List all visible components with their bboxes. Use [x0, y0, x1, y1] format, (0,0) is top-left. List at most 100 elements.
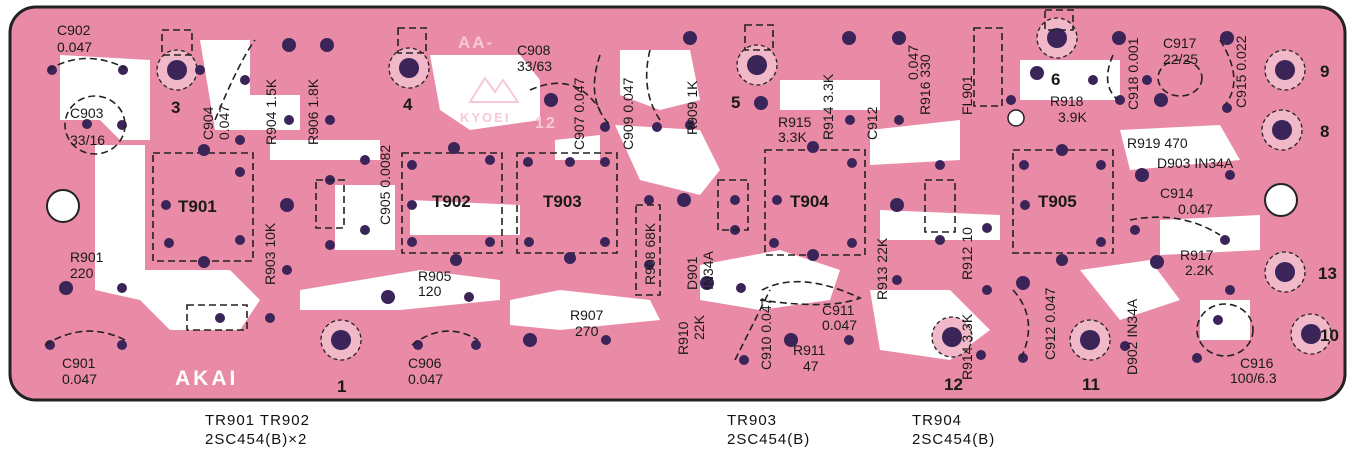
svg-text:C908: C908	[517, 42, 551, 58]
svg-text:C903: C903	[70, 105, 104, 121]
trace-gaps	[60, 40, 1260, 360]
terminal-13: 13	[1318, 264, 1337, 283]
svg-text:C909 0.047: C909 0.047	[620, 77, 636, 150]
svg-text:C916: C916	[1240, 355, 1274, 371]
svg-text:33/16: 33/16	[70, 132, 105, 148]
svg-text:270: 270	[575, 323, 599, 339]
svg-text:TR901 TR902: TR901 TR902	[205, 412, 310, 429]
svg-text:T905: T905	[1038, 192, 1077, 211]
svg-text:C911: C911	[822, 302, 855, 318]
svg-text:R906 1.8K: R906 1.8K	[305, 78, 321, 145]
svg-text:C905 0.0082: C905 0.0082	[377, 145, 393, 225]
terminal-12: 12	[944, 375, 963, 394]
part-code: AA-	[458, 33, 494, 52]
svg-text:0.047: 0.047	[822, 317, 857, 333]
svg-text:T901: T901	[178, 197, 217, 216]
svg-text:R901: R901	[70, 249, 104, 265]
svg-text:3.9K: 3.9K	[1058, 109, 1087, 125]
svg-text:D902 IN34A: D902 IN34A	[1124, 298, 1140, 375]
terminal-11: 11	[1082, 375, 1100, 394]
mounting-hole-left	[46, 189, 80, 223]
svg-text:2.2K: 2.2K	[1185, 262, 1214, 278]
svg-text:R909 1K: R909 1K	[684, 80, 700, 135]
svg-text:33/63: 33/63	[517, 58, 552, 74]
terminal-5: 5	[731, 93, 740, 112]
svg-text:0.047: 0.047	[57, 39, 92, 55]
svg-text:T903: T903	[543, 192, 582, 211]
transformer-t903: T903	[516, 152, 618, 254]
svg-text:KYOEI: KYOEI	[460, 110, 510, 125]
svg-text:C906: C906	[408, 355, 442, 371]
component-outlines	[44, 9, 1254, 361]
svg-text:C904: C904	[200, 106, 216, 140]
svg-text:C907 0.047: C907 0.047	[571, 77, 587, 150]
svg-text:C918 0.001: C918 0.001	[1125, 37, 1141, 110]
svg-text:C917: C917	[1163, 35, 1197, 51]
svg-text:R911: R911	[793, 342, 826, 358]
svg-text:22K: 22K	[691, 314, 707, 340]
svg-text:0.047: 0.047	[62, 371, 97, 387]
svg-text:C910 0.047: C910 0.047	[758, 297, 774, 370]
svg-text:R914 3.3K: R914 3.3K	[820, 73, 836, 140]
svg-text:R905: R905	[418, 268, 452, 284]
terminal-6: 6	[1051, 70, 1060, 89]
svg-text:R918: R918	[1050, 93, 1084, 109]
mounting-hole-right	[1264, 183, 1298, 217]
mounting-hole-small	[1007, 109, 1025, 127]
svg-text:0.047: 0.047	[1178, 201, 1213, 217]
terminal-10: 10	[1320, 326, 1339, 345]
svg-text:R903 10K: R903 10K	[262, 222, 278, 285]
svg-text:R919 470: R919 470	[1127, 135, 1188, 151]
terminal-4: 4	[403, 95, 413, 114]
svg-text:R904 1.5K: R904 1.5K	[263, 78, 279, 145]
svg-text:C914: C914	[1160, 185, 1194, 201]
svg-text:C912: C912	[864, 106, 880, 140]
terminal-8: 8	[1320, 122, 1329, 141]
svg-text:100/6.3: 100/6.3	[1230, 370, 1277, 386]
terminal-1: 1	[337, 377, 346, 396]
svg-text:22/25: 22/25	[1163, 51, 1198, 67]
svg-text:R913 22K: R913 22K	[874, 237, 890, 300]
svg-text:C915 0.022: C915 0.022	[1233, 35, 1249, 108]
svg-text:2SC454(B): 2SC454(B)	[727, 431, 810, 448]
svg-text:47: 47	[803, 358, 819, 374]
svg-text:IN34A: IN34A	[700, 250, 716, 290]
transistor-notes: TR901 TR902 2SC454(B)×2 TR903 2SC454(B) …	[205, 412, 995, 448]
svg-text:R914 3.3K: R914 3.3K	[959, 313, 975, 380]
svg-text:C901: C901	[62, 355, 96, 371]
svg-text:R908 68K: R908 68K	[642, 222, 658, 285]
svg-text:120: 120	[418, 283, 442, 299]
svg-text:R917: R917	[1180, 247, 1214, 263]
svg-text:R907: R907	[570, 307, 604, 323]
svg-text:R916 330: R916 330	[917, 54, 933, 115]
svg-text:T904: T904	[790, 192, 829, 211]
kyoei-logo: KYOEI 12	[460, 76, 557, 132]
terminal-pads	[156, 17, 1332, 361]
svg-text:R910: R910	[675, 321, 691, 355]
svg-text:12: 12	[535, 115, 557, 132]
component-pads	[45, 31, 1235, 365]
svg-text:R912 10: R912 10	[959, 227, 975, 280]
terminal-3: 3	[171, 98, 180, 117]
akai-brand: AKAI	[175, 367, 238, 390]
svg-text:TR903: TR903	[727, 412, 777, 429]
svg-text:C912 0.047: C912 0.047	[1042, 287, 1058, 360]
svg-text:0.047: 0.047	[905, 45, 921, 80]
terminal-labels: 3 4 5 6 9 8 13 10 11 12 1	[171, 62, 1339, 396]
svg-text:FL901: FL901	[959, 75, 975, 115]
svg-text:2SC454(B): 2SC454(B)	[912, 431, 995, 448]
svg-text:D901: D901	[684, 256, 700, 290]
svg-text:TR904: TR904	[912, 412, 962, 429]
svg-text:T902: T902	[432, 192, 471, 211]
terminal-9: 9	[1320, 62, 1329, 81]
svg-text:2SC454(B)×2: 2SC454(B)×2	[205, 431, 307, 448]
component-labels: C902 0.047 C903 33/16 C904 0.047 R904 1.…	[57, 22, 1277, 387]
svg-text:D903 IN34A: D903 IN34A	[1157, 155, 1234, 171]
svg-text:0.047: 0.047	[408, 371, 443, 387]
svg-text:0.047: 0.047	[216, 105, 232, 140]
svg-text:220: 220	[70, 265, 94, 281]
svg-text:C902: C902	[57, 22, 91, 38]
svg-text:R915: R915	[778, 114, 812, 130]
svg-text:3.3K: 3.3K	[778, 129, 807, 145]
